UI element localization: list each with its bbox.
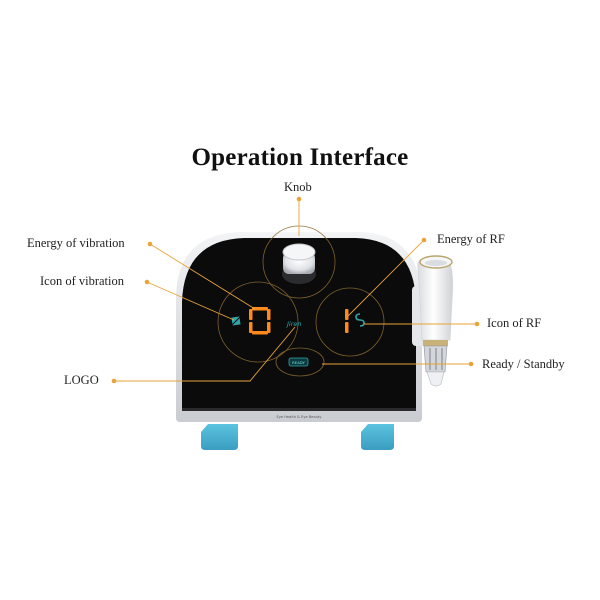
leader-lines [114, 200, 477, 382]
ready-button[interactable]: READY [288, 357, 309, 367]
svg-text:READY: READY [292, 360, 305, 365]
annotation-rings [217, 225, 385, 377]
leader-dots [111, 196, 480, 384]
rf-icon [355, 313, 365, 327]
control-panel [182, 238, 416, 408]
label-icon-rf: Icon of RF [487, 316, 542, 330]
label-energy-rf: Energy of RF [437, 232, 505, 246]
frame-caption: Eye Health & Eye Beauty [276, 415, 322, 419]
panel-logo: Jiren [285, 320, 302, 328]
page-title: Operation Interface [191, 144, 409, 171]
label-knob: Knob [284, 180, 312, 194]
knob[interactable] [282, 243, 316, 284]
label-energy-vibration: Energy of vibration [27, 236, 125, 250]
rf-handpiece[interactable] [412, 255, 454, 387]
label-logo: LOGO [64, 373, 99, 387]
label-ready-standby: Ready / Standby [482, 357, 565, 371]
rf-energy-display [345, 309, 349, 333]
vibration-energy-display [249, 307, 271, 335]
device-feet [201, 424, 394, 450]
label-icon-vibration: Icon of vibration [40, 274, 125, 288]
